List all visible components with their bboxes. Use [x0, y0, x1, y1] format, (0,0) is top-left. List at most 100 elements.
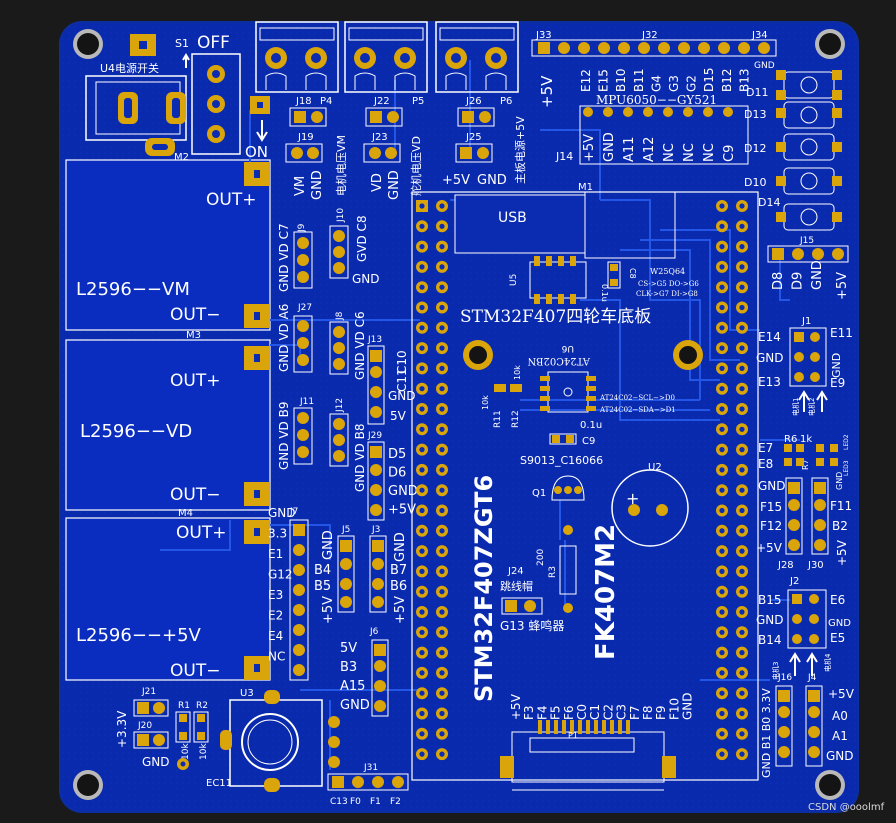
core-pad-hole [719, 244, 725, 250]
j2-b15: B15 [758, 593, 782, 607]
bottom-pin-label-7: C2 [601, 704, 615, 720]
j7-pin-1: 3.3 [268, 527, 287, 541]
bottom-pin-label-6: C1 [588, 704, 602, 720]
j30-label: J30 [807, 560, 824, 571]
core-pins-right-inner [716, 200, 728, 761]
core-pad-hole [419, 650, 425, 656]
core-pad-hole [739, 447, 745, 453]
j6-pin-0: 5V [340, 641, 357, 656]
j29-pin-3: +5V [388, 503, 416, 518]
core-pad-hole [739, 386, 745, 392]
terminal-p5[interactable] [344, 21, 428, 93]
j28-5v: +5V [756, 541, 783, 555]
bottom-pin-label-12: F10 [667, 698, 681, 720]
right-side: D11 D13 D12 D10 [744, 70, 855, 778]
core-pad-hole [439, 650, 445, 656]
core-pad-hole [439, 284, 445, 290]
left-headers: J9 GND VD C7 J10 GVD C8 GND J27 GND VD A… [268, 208, 418, 717]
j7-pad [293, 604, 305, 616]
j5-pin-3: +5V [321, 596, 336, 624]
j8-label: J8 [335, 311, 345, 321]
j7-pad [293, 544, 305, 556]
core-pins-left-inner [436, 200, 448, 761]
j16-label: J16 [777, 673, 792, 683]
d11-label: D11 [746, 86, 768, 99]
j28-label: J28 [777, 560, 794, 571]
arrow-up-icon [789, 652, 801, 676]
core-pad-hole [719, 589, 725, 595]
j30-5v: +5V [835, 539, 849, 566]
terminal-p4[interactable] [255, 21, 339, 93]
j4-a0: A0 [832, 709, 848, 723]
j6-label: J6 [369, 627, 379, 637]
button-d12[interactable] [776, 133, 842, 161]
r12-val: 10k [513, 365, 522, 380]
core-pins-left-outer [416, 200, 428, 761]
button-d14[interactable] [776, 203, 842, 231]
j5-label: J5 [341, 525, 350, 535]
reg-5v-label: L2596−−+5V [76, 625, 202, 646]
j5-pin-1: B4 [314, 563, 331, 578]
button-d11[interactable] [776, 70, 842, 100]
core-pad-hole [719, 548, 725, 554]
top-pin-label-1: E15 [597, 69, 611, 92]
core-pad-hole [439, 447, 445, 453]
core-pad-hole [739, 731, 745, 737]
j8-pins: GND VD C6 [353, 311, 367, 380]
j21-label: J21 [141, 687, 156, 697]
r11-val: 10k [481, 395, 490, 410]
mcu-part-label: STM32F407ZGT6 [470, 475, 498, 702]
bottom-pin-label-8: C3 [615, 704, 629, 720]
vd-out-minus: OUT− [170, 485, 220, 505]
core-pad-hole [439, 670, 445, 676]
header-pad [558, 42, 570, 54]
module-part-label: FK407M2 [591, 524, 621, 660]
d12-label: D12 [744, 142, 766, 155]
header-pad [758, 42, 770, 54]
j20-gnd: GND [142, 755, 170, 769]
mpu-label: MPU6050−−GY521 [596, 93, 717, 107]
j5-pin-0: GND [321, 530, 336, 560]
r11-label: R11 [493, 410, 503, 428]
j5-pin-2: B5 [314, 579, 331, 594]
motor3-label: 电机3 [771, 662, 780, 680]
core-pad-hole [419, 345, 425, 351]
j14-pin-label-7: C9 [722, 145, 737, 162]
core-pad-hole [739, 426, 745, 432]
p6-label: P6 [500, 96, 512, 107]
terminal-p6[interactable] [435, 21, 519, 93]
core-pad-hole [739, 264, 745, 270]
j7-pads [293, 524, 305, 676]
fpc-pad [578, 720, 582, 734]
button-d10[interactable] [776, 167, 842, 195]
j26-label: J26 [465, 96, 482, 107]
j6-pin-2: A15 [340, 679, 365, 694]
m2-label: M2 [174, 152, 189, 163]
button-d13[interactable] [776, 101, 842, 129]
j13-pin-0: C10 [395, 350, 409, 374]
w25-pins-1: CS->G5 DO->G6 [638, 280, 699, 288]
j7-label: J7 [289, 507, 298, 517]
j7-pad [293, 664, 305, 676]
buzzer[interactable] [611, 469, 689, 547]
core-pad-hole [439, 629, 445, 635]
j28-f15: F15 [760, 500, 782, 514]
j14-label: J14 [555, 150, 573, 163]
core-pad-hole [719, 223, 725, 229]
p4-label: P4 [320, 96, 332, 107]
slide-switch[interactable] [191, 53, 241, 155]
core-pad-hole [419, 426, 425, 432]
j14-pad [683, 107, 693, 117]
j31-label: J31 [363, 763, 378, 773]
j13-label: J13 [367, 335, 382, 345]
j25-label: J25 [465, 132, 482, 143]
fpc-pad [554, 720, 558, 734]
j22-label: J22 [373, 96, 390, 107]
core-pad-hole [719, 731, 725, 737]
bottom-left-area: J21 +3.3V J20 GND R1 R2 10k 10k U3 EC11 … [115, 687, 409, 807]
top-pin-label-0: E12 [579, 69, 593, 92]
